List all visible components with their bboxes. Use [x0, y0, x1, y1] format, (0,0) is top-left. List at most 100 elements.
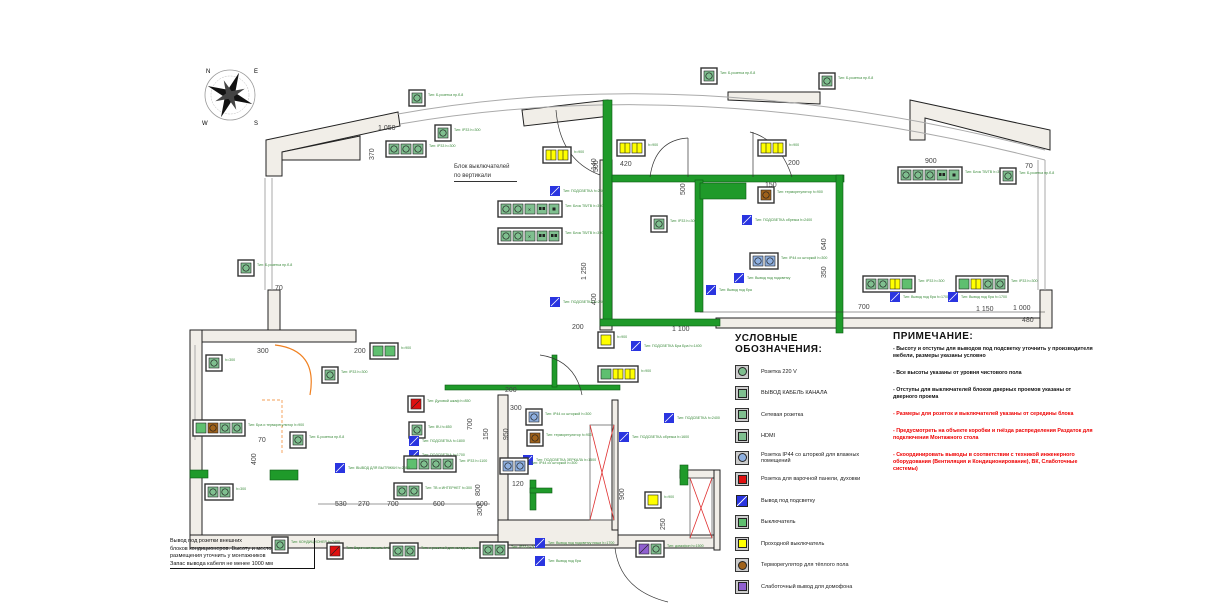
dimension-label: 150: [483, 428, 490, 440]
dimension-label: 530: [335, 501, 347, 508]
legend-label: Терморегулятор для тёплого пола: [761, 562, 849, 569]
socket-icon: [396, 485, 408, 497]
dimension-label: 1 250: [581, 262, 588, 280]
symbol-socket: Тип: Б.розетка пр.б-8: [237, 259, 292, 277]
legend-item: Розетка IP44 со шторкой для влажных поме…: [735, 447, 885, 469]
symbol-label: h=900: [574, 150, 584, 154]
legend-item: Терморегулятор для тёплого пола: [735, 555, 885, 577]
socket-icon: [231, 422, 243, 434]
symbol-label: Тип: Б.розетка пр.б-8: [428, 93, 463, 97]
note-item: - Предусмотреть на объекте коробки и гнё…: [893, 428, 1093, 441]
symbol-ceiling: Тип: ПОДСВЕТКА h=2400: [550, 297, 606, 307]
symbol-label: Тип: IP33 h=300: [511, 545, 537, 549]
dimension-label: 900: [925, 158, 937, 165]
socket-icon: [408, 485, 420, 497]
note-line: блоков кондиционеров. Высоту и место: [170, 545, 272, 552]
symbol-ceiling: Тип: ПОДСВЕТКА h=2400: [550, 186, 606, 196]
socket-icon: [900, 169, 912, 181]
socket-icon: [442, 458, 454, 470]
symbol-label: Тип: Б.розетка пр.б-8: [720, 71, 755, 75]
symbol-pass: h=900: [597, 331, 627, 349]
symbol-socket2: Тип: и розеткой для холодильника h=300: [389, 542, 489, 560]
socket-icon: [240, 262, 252, 274]
dimension-label: 700: [467, 418, 474, 430]
symbol-red: Тип: Варочная панель h=60: [326, 542, 392, 560]
symbol-label: h=300: [225, 358, 235, 362]
dimension-label: 200: [505, 387, 517, 394]
symbol-ceiling: Тип: Вывод под бра: [535, 556, 581, 566]
dimension-label: 600: [433, 501, 445, 508]
symbol-red: Тип: Духовой шкаф h=850: [407, 395, 471, 413]
symbol-socket: Тип: Б.розетка пр.б-8: [408, 89, 463, 107]
note-line: размещения уточнить у монтажников: [170, 553, 266, 559]
compass-rose: N E S W: [202, 69, 258, 127]
compass-s: S: [254, 121, 258, 127]
symbol-label: Тип: IP33 h=300: [670, 219, 696, 223]
socket-icon: [400, 143, 412, 155]
symbol-label: Тип: ПОДСВЕТКА h=1800: [422, 439, 465, 443]
socket-icon: [392, 545, 404, 557]
socket-icon: [500, 203, 512, 215]
symbol-ceiling: Тип: Вывод под бра h=1700: [890, 292, 949, 302]
symbol-label: Тип: Блок ТВ/ТВ h=300: [965, 170, 1003, 174]
dimension-label: 800: [475, 484, 482, 496]
thermostat-icon: [529, 432, 541, 444]
symbol-switch-pass: h=900: [757, 139, 799, 157]
symbol-label: Тип: ПОДСВЕТКА ЗЕРКАЛА h=1500: [536, 458, 596, 462]
symbol-label: Тип: ВЫВОД ДЛЯ ВЫТЯЖКИ h=2400: [348, 466, 410, 470]
dimension-label: 1 000: [1013, 305, 1031, 312]
symbol-label: Тип: IP33 h=300: [429, 144, 455, 148]
socket-icon: [912, 169, 924, 181]
symbol-label: h=900: [617, 335, 627, 339]
notes: ПРИМЕЧАНИЕ: - Высоту и отступы для вывод…: [893, 331, 1093, 483]
symbol-block-sw1: Тип: IP33 h=300: [862, 275, 944, 293]
notes-title: ПРИМЕЧАНИЕ:: [893, 331, 974, 342]
symbol-block-sw2: Тип: IP33 h=300: [955, 275, 1037, 293]
thermo-icon: [735, 558, 749, 573]
socket-icon: [512, 230, 524, 242]
symbol-thermo: Тип: терморегулятор h=900: [757, 186, 823, 204]
symbol-label: Тип: домофон h=1500: [667, 544, 704, 548]
legend-item: Вывод под подсветку: [735, 490, 885, 512]
symbol-label: Тип: ПОДСВЕТКА h=2400: [677, 416, 720, 420]
network-icon: [936, 169, 948, 181]
dimension-label: 700: [858, 304, 870, 311]
switch-icon: [600, 368, 612, 380]
symbol-ip44x2: Тип: IP44 со шторкой h=300: [499, 457, 577, 475]
hdmi-icon: [735, 429, 749, 444]
legend-label: Вывод под подсветку: [761, 497, 816, 504]
network-icon: [548, 230, 560, 242]
dimension-label: 640: [821, 238, 828, 250]
socket-icon: [865, 278, 877, 290]
symbol-ceiling: Тип: Вывод под подсветку ниши h=1700: [535, 538, 614, 548]
switch-icon: [958, 278, 970, 290]
dimension-label: 900: [619, 488, 626, 500]
note-item: - Скоординировать выводы в соответствии …: [893, 452, 1078, 472]
ip44-socket-icon: [514, 460, 526, 472]
partitions: [189, 99, 845, 511]
ip44-socket-icon: [752, 255, 764, 267]
dimension-label: 150: [765, 182, 777, 189]
symbol-socket: Тип: Б.розетка пр.б-8: [700, 67, 755, 85]
svg-text:×: ×: [528, 235, 531, 241]
switch-block-note: Блок выключателей по вертикали: [454, 163, 518, 182]
note-item: - Отступы для выключателей блоков дверны…: [893, 387, 1072, 400]
switch-icon: [735, 515, 749, 530]
symbol-switch-pass: h=900: [616, 139, 658, 157]
socket-icon: [292, 434, 304, 446]
symbol-label: Тип: Вывод под подсветку: [747, 276, 791, 280]
socket-icon: [388, 143, 400, 155]
socket-icon: [324, 369, 336, 381]
legend-item: HDMI: [735, 426, 885, 448]
symbol-socket2: Тип: IP33 h=300: [479, 541, 537, 559]
legend-label: Розетка 220 V: [761, 368, 797, 375]
symbol-block-k: Тип: IP33 h=1100: [403, 455, 487, 473]
symbol-label: Тип: Блок ТВ/ТВ h=300: [565, 204, 603, 208]
symbol-label: Тип: ПОДСВЕТКА Бра Бра h=1400: [644, 344, 702, 348]
legend-item: Розетка для варочной панели, духовки: [735, 469, 885, 491]
dimension-label: 200: [572, 324, 584, 331]
legend-label: Слаботочный вывод для домофона: [761, 583, 853, 590]
dimension-label: 70: [1025, 163, 1033, 170]
